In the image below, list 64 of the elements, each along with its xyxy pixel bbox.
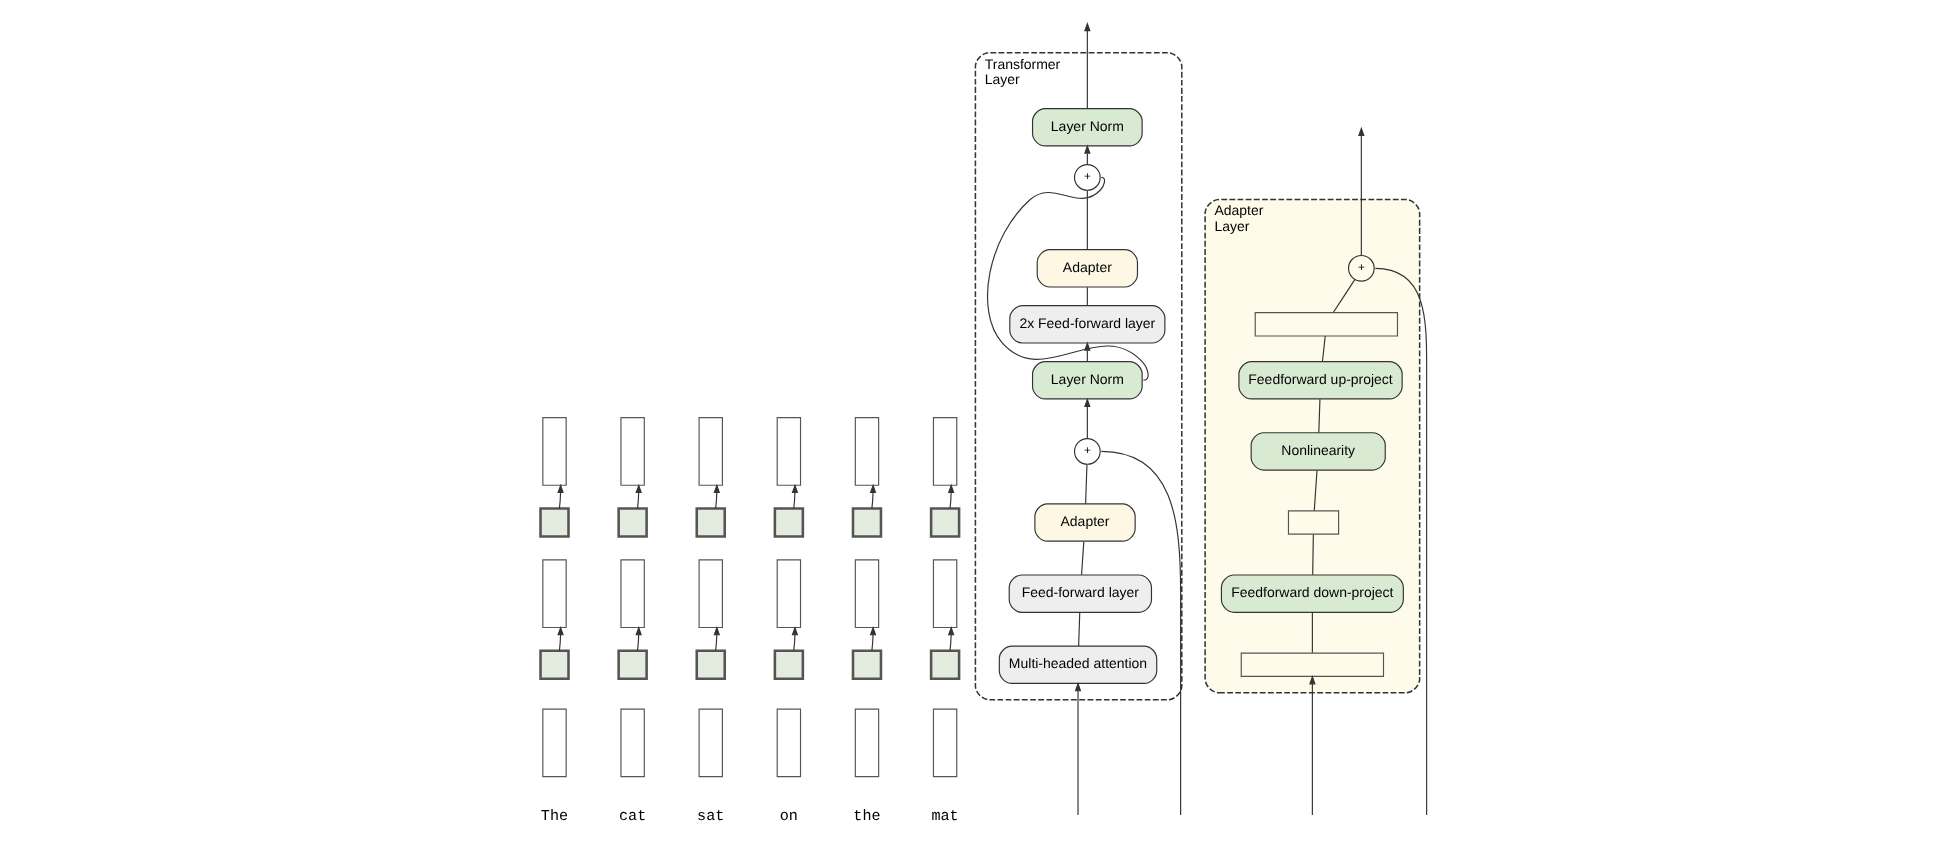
node-box bbox=[542, 558, 567, 628]
node-box bbox=[854, 416, 880, 485]
node-box bbox=[620, 707, 645, 777]
arrow bbox=[713, 624, 721, 651]
connector bbox=[1312, 532, 1314, 575]
connector bbox=[1318, 397, 1321, 433]
node-box bbox=[776, 558, 802, 628]
arrow bbox=[635, 482, 642, 508]
arrow bbox=[869, 482, 877, 508]
node-box bbox=[698, 558, 723, 628]
arrow bbox=[947, 624, 955, 651]
node-square bbox=[539, 648, 570, 680]
node-square bbox=[929, 506, 961, 537]
node-box bbox=[698, 416, 723, 485]
arrow bbox=[557, 482, 564, 508]
node-box bbox=[854, 558, 880, 628]
node-box bbox=[542, 416, 567, 485]
connector bbox=[1078, 611, 1081, 646]
arrow bbox=[791, 624, 799, 651]
node-square bbox=[851, 506, 883, 537]
connector bbox=[1374, 266, 1428, 815]
node-box bbox=[1254, 311, 1399, 336]
arrow bbox=[791, 482, 799, 508]
arrow bbox=[869, 624, 877, 651]
node-box bbox=[776, 416, 802, 485]
node-square bbox=[539, 506, 570, 537]
node-box bbox=[698, 707, 723, 777]
node-square bbox=[617, 648, 648, 680]
node-box bbox=[854, 707, 880, 777]
connector bbox=[1311, 611, 1313, 653]
node-square bbox=[851, 648, 883, 680]
arrow bbox=[713, 482, 721, 508]
node-square bbox=[773, 648, 805, 680]
arrow bbox=[1074, 680, 1082, 815]
arrow bbox=[1084, 20, 1091, 108]
node-box bbox=[1240, 651, 1385, 677]
node-box bbox=[1287, 509, 1340, 534]
node-box bbox=[620, 416, 645, 485]
node-square bbox=[695, 648, 727, 680]
node-square bbox=[929, 648, 961, 680]
node-box bbox=[542, 707, 567, 777]
node-box bbox=[776, 707, 802, 777]
arrow bbox=[1084, 396, 1091, 439]
connector bbox=[1313, 468, 1318, 511]
node-square bbox=[773, 506, 805, 537]
connector bbox=[1100, 449, 1182, 815]
arrow bbox=[557, 624, 564, 651]
node-box bbox=[620, 558, 645, 628]
connector bbox=[1085, 463, 1088, 504]
node-box bbox=[932, 707, 958, 777]
connector bbox=[1086, 285, 1088, 306]
node-square bbox=[617, 506, 648, 537]
connector bbox=[1080, 540, 1085, 575]
connector bbox=[987, 175, 1149, 380]
connector bbox=[1086, 188, 1088, 250]
node-box bbox=[932, 558, 958, 628]
arrow bbox=[1309, 674, 1316, 815]
node-box bbox=[932, 416, 958, 485]
arrow bbox=[635, 624, 642, 651]
arrow bbox=[1358, 125, 1365, 255]
node-square bbox=[695, 506, 727, 537]
arrow bbox=[947, 482, 955, 508]
connector bbox=[1332, 278, 1356, 312]
connector bbox=[1321, 334, 1326, 362]
